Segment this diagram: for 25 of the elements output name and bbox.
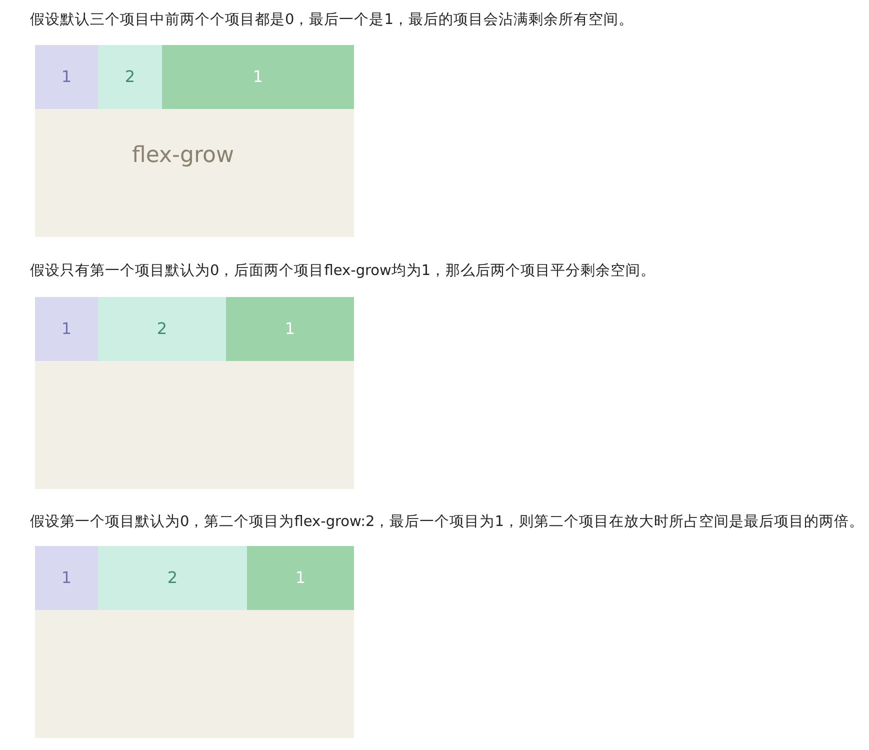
flex-grow-value: 1 — [61, 568, 72, 588]
flex-grow-value: 1 — [284, 319, 296, 339]
flex-grow-value: 1 — [61, 67, 72, 87]
flex-container — [35, 45, 354, 237]
flex-item — [226, 297, 354, 361]
flex-item — [247, 546, 354, 610]
flex-grow-value: 1 — [295, 568, 306, 588]
description-text: 假设默认三个项目中前两个个项目都是0，最后一个是1，最后的项目会沾满剩余所有空间。 — [30, 11, 634, 30]
flex-item — [98, 546, 247, 610]
description-text: 假设只有第一个项目默认为0，后面两个项目flex-grow均为1，那么后两个项目平分剩余空间。 — [30, 262, 656, 281]
flex-item — [35, 546, 98, 610]
flex-item — [35, 45, 98, 109]
flex-item — [35, 297, 98, 361]
flex-item — [98, 45, 162, 109]
flex-container — [35, 546, 354, 738]
flex-grow-value: 1 — [61, 319, 72, 339]
container-caption: flex-grow — [132, 143, 234, 169]
flex-grow-value: 2 — [124, 67, 136, 87]
flex-grow-value: 2 — [167, 568, 178, 588]
flex-grow-value: 2 — [156, 319, 168, 339]
description-text: 假设第一个项目默认为0，第二个项目为flex-grow:2，最后一个项目为1，则第二个项目在放大时所占空间是最后项目的两倍。 — [30, 513, 864, 532]
flex-item — [98, 297, 226, 361]
flex-item — [162, 45, 354, 109]
flex-container — [35, 297, 354, 489]
flex-grow-value: 1 — [252, 67, 264, 87]
